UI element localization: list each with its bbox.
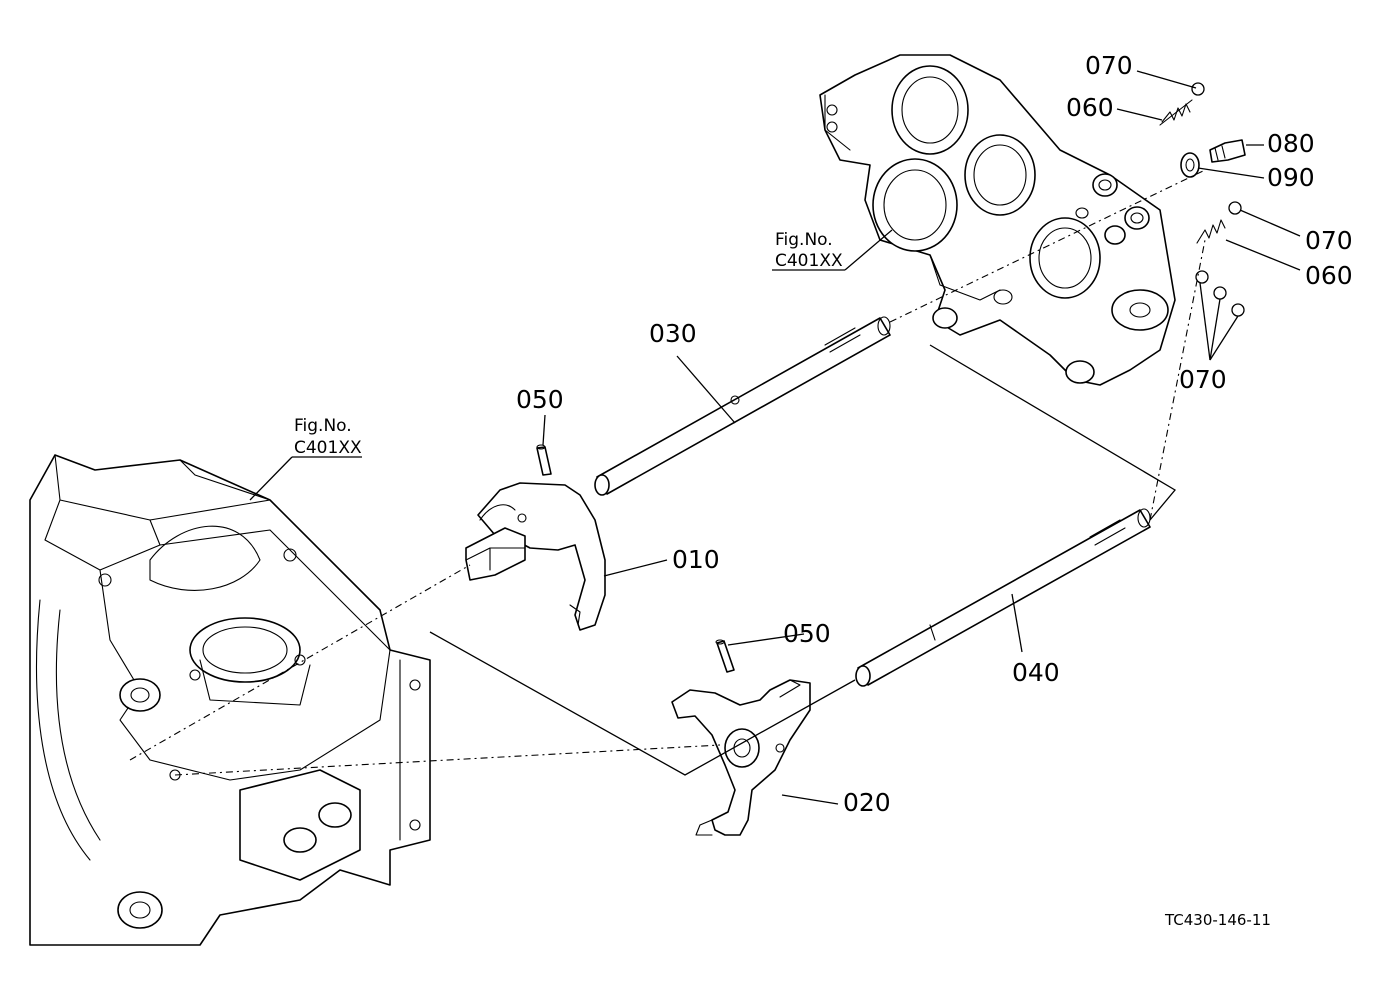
callout-020: 020 bbox=[843, 788, 891, 817]
callout-060-top: 060 bbox=[1066, 93, 1114, 122]
washer-090 bbox=[1180, 152, 1200, 178]
callout-060-right: 060 bbox=[1305, 261, 1353, 290]
callout-050-upper: 050 bbox=[516, 385, 564, 414]
callout-050-lower: 050 bbox=[783, 619, 831, 648]
callout-070-right: 070 bbox=[1305, 226, 1353, 255]
assembly-centerlines bbox=[129, 169, 1206, 776]
figure-caption: Fig.No. bbox=[294, 416, 352, 436]
figure-reference-right: Fig.No. C401XX bbox=[775, 230, 843, 271]
transmission-case-housing bbox=[29, 454, 431, 946]
detent-balls-070-group bbox=[1195, 270, 1245, 317]
callout-040: 040 bbox=[1012, 658, 1060, 687]
figure-ref-number: C401XX bbox=[294, 438, 362, 458]
detent-spring-060-top bbox=[1159, 99, 1193, 126]
callout-070-group: 070 bbox=[1179, 365, 1227, 394]
part-callouts: 070 060 080 090 070 060 070 030 050 010 … bbox=[516, 51, 1353, 817]
figure-ref-number: C401XX bbox=[775, 251, 843, 271]
bearing-holder-plate bbox=[819, 54, 1176, 386]
spring-pin-050-upper bbox=[536, 444, 552, 476]
callout-030: 030 bbox=[649, 319, 697, 348]
detent-ball-070-right bbox=[1228, 201, 1242, 215]
shift-fork-020 bbox=[671, 679, 811, 836]
shift-fork-010 bbox=[465, 482, 606, 631]
drawing-code: TC430-146-11 bbox=[1164, 911, 1271, 929]
callout-070-top: 070 bbox=[1085, 51, 1133, 80]
callout-090: 090 bbox=[1267, 163, 1315, 192]
spring-pin-050-lower bbox=[715, 639, 735, 673]
figure-caption: Fig.No. bbox=[775, 230, 833, 250]
shift-shaft-030 bbox=[594, 316, 891, 496]
detent-ball-070-top bbox=[1191, 82, 1205, 96]
figure-reference-left: Fig.No. C401XX bbox=[294, 416, 362, 458]
detent-spring-060-right bbox=[1196, 219, 1226, 244]
callout-080: 080 bbox=[1267, 129, 1315, 158]
shift-shaft-040 bbox=[855, 508, 1151, 687]
plug-bolt-080 bbox=[1209, 139, 1246, 163]
callout-010: 010 bbox=[672, 545, 720, 574]
leader-lines bbox=[249, 70, 1301, 805]
